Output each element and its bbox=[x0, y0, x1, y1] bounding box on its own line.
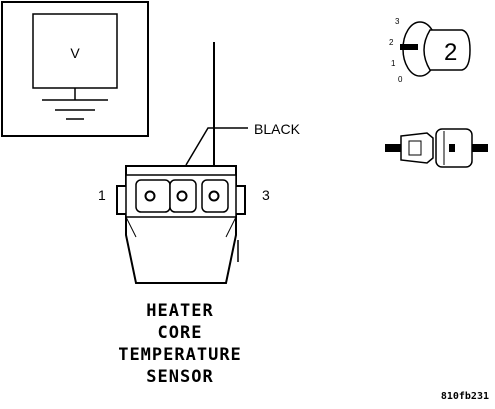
probe-tip-right bbox=[472, 144, 488, 152]
title-line-4: SENSOR bbox=[146, 367, 214, 387]
connector-edge-left bbox=[125, 216, 137, 238]
title-line-2: CORE bbox=[157, 323, 203, 343]
pin-1 bbox=[144, 190, 156, 202]
dial-scale-2: 2 bbox=[389, 38, 394, 47]
title-line-1: HEATER bbox=[146, 301, 214, 321]
wire-callout: BLACK bbox=[185, 121, 301, 166]
dial-knob bbox=[423, 29, 471, 71]
voltmeter: V bbox=[1, 1, 149, 137]
sensor-connector: 1 3 bbox=[98, 165, 270, 284]
dial-pointer bbox=[400, 44, 418, 50]
voltmeter-symbol: V bbox=[70, 45, 80, 61]
dial-scale-3: 3 bbox=[395, 17, 400, 26]
pin-right-label: 3 bbox=[262, 187, 270, 203]
pin-2 bbox=[176, 190, 188, 202]
probe-male-latch bbox=[408, 140, 422, 156]
probe-female-socket bbox=[449, 144, 455, 152]
wire-color-label: BLACK bbox=[254, 121, 301, 137]
dial-number: 2 bbox=[444, 39, 457, 66]
connector-edge-right bbox=[225, 216, 237, 238]
figure-reference: 810fb231 bbox=[440, 391, 489, 402]
selector-dial-icon: 3 2 1 0 2 bbox=[389, 17, 471, 84]
wire-leader-line bbox=[185, 127, 248, 166]
title-line-3: TEMPERATURE bbox=[118, 345, 242, 365]
voltmeter-display bbox=[32, 13, 118, 89]
probe-tip-left bbox=[385, 144, 401, 152]
dial-scale-0: 0 bbox=[398, 75, 403, 84]
dial-scale-1: 1 bbox=[391, 59, 396, 68]
pin-left-label: 1 bbox=[98, 187, 106, 203]
pin-3 bbox=[208, 190, 220, 202]
probe-connector-icon bbox=[385, 128, 488, 168]
